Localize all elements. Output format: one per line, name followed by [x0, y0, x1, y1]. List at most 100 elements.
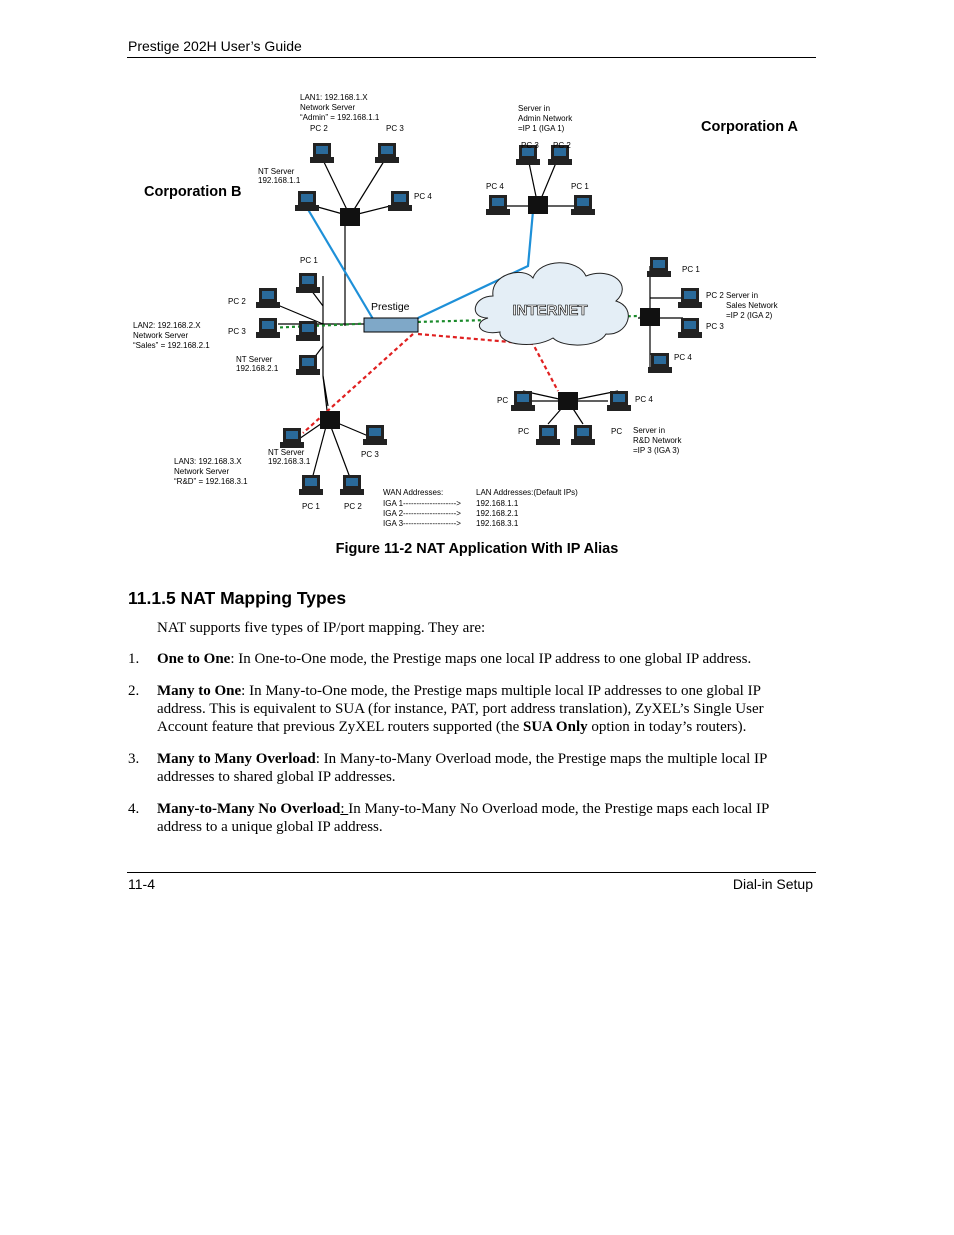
wan-3: IGA 3--------------------> [383, 519, 461, 528]
server-admin-2: Admin Network [518, 114, 573, 123]
computer-icon [310, 143, 334, 163]
server-rd-1: Server in [633, 426, 665, 435]
pc-label: PC 3 [228, 327, 246, 336]
prestige-label: Prestige [371, 301, 410, 313]
lan-1: 192.168.1.1 [476, 499, 519, 508]
computer-icon [296, 355, 320, 375]
lan-2: 192.168.2.1 [476, 509, 519, 518]
item-number: 4. [128, 801, 140, 817]
pc-label: PC [497, 396, 508, 405]
lan-header: LAN Addresses:(Default IPs) [476, 488, 578, 497]
computer-icon [678, 288, 702, 308]
pc-label: PC 4 [635, 395, 653, 404]
item-term: Many to Many Overload [157, 751, 316, 767]
chapter-name: Dial-in Setup [732, 876, 813, 892]
computer-icon [607, 391, 631, 411]
prestige-router [363, 317, 419, 333]
pc-label: PC 4 [486, 182, 504, 191]
lan2-line2: Network Server [133, 331, 188, 340]
pc-label: PC 2 [553, 141, 571, 150]
corp-a-label: Corporation A [701, 119, 798, 135]
lan1-line3: “Admin” = 192.168.1.1 [300, 113, 380, 122]
running-header: Prestige 202H User’s Guide [128, 38, 302, 54]
computer-icon [388, 191, 412, 211]
pc-label: PC 3 [361, 450, 379, 459]
wan-2: IGA 2--------------------> [383, 509, 461, 518]
list-item: Many to One: In Many-to-One mode, the Pr… [157, 683, 764, 735]
footer-rule [127, 872, 816, 873]
server-sales-2: Sales Network [726, 301, 779, 310]
internet-label: INTERNET [513, 302, 588, 319]
computer-icon [256, 288, 280, 308]
computer-icon [280, 428, 304, 448]
lan3-line2: Network Server [174, 467, 229, 476]
item-term: Many to One [157, 683, 242, 699]
pc-label: PC [611, 427, 622, 436]
intro-paragraph: NAT supports five types of IP/port mappi… [157, 620, 486, 636]
item-text: option in today’s routers). [587, 719, 747, 735]
computer-icon [340, 475, 364, 495]
pc-label: PC 4 [414, 192, 432, 201]
pc-label: PC 2 [310, 124, 328, 133]
lan2-line1: LAN2: 192.168.2.X [133, 321, 201, 330]
item-text: In Many-to-Many Overload mode, the Prest… [157, 751, 767, 785]
pc-label: PC 1 [300, 256, 318, 265]
wan-header: WAN Addresses: [383, 488, 443, 497]
lan1-line2: Network Server [300, 103, 355, 112]
item-text: In One-to-One mode, the Prestige maps on… [238, 651, 752, 667]
lan3-line1: LAN3: 192.168.3.X [174, 457, 242, 466]
pc-label: PC 3 [706, 322, 724, 331]
page-number: 11-4 [128, 876, 155, 892]
computer-icon [486, 195, 510, 215]
nt-server-2: NT Server [236, 355, 273, 364]
item-term: One to One [157, 651, 231, 667]
computer-icon [256, 318, 280, 338]
computer-icon [295, 191, 319, 211]
nt-server-1-ip: 192.168.1.1 [258, 176, 301, 185]
server-sales-1: Server in [726, 291, 758, 300]
list-item: Many-to-Many No Overload: In Many-to-Man… [157, 801, 769, 835]
pc-label: PC 1 [571, 182, 589, 191]
hubs [320, 196, 660, 429]
server-admin-3: =IP 1 (IGA 1) [518, 124, 565, 133]
pc-label: PC [518, 427, 529, 436]
computer-icon [648, 353, 672, 373]
hub-lan1 [340, 208, 360, 226]
pc-label: PC 4 [674, 353, 692, 362]
nt-server-3-ip: 192.168.3.1 [268, 457, 311, 466]
server-rd-2: R&D Network [633, 436, 682, 445]
corp-b-label: Corporation B [144, 184, 241, 200]
hub-sales [640, 308, 660, 326]
computer-icon [571, 195, 595, 215]
nat-network-diagram: INTERNET Prestige [133, 93, 798, 528]
nt-server-2-ip: 192.168.2.1 [236, 364, 279, 373]
section-title: 11.1.5 NAT Mapping Types [128, 588, 347, 608]
item-number: 2. [128, 683, 140, 699]
hub-rd [558, 392, 578, 410]
list-item: Many to Many Overload: In Many-to-Many O… [157, 751, 767, 785]
pc-label: PC 2 [228, 297, 246, 306]
lan2-line3: “Sales” = 192.168.2.1 [133, 341, 210, 350]
wan-1: IGA 1--------------------> [383, 499, 461, 508]
computer-icon [571, 425, 595, 445]
item-text: In Many-to-One mode, the Prestige maps m… [157, 683, 764, 735]
computer-icon [511, 391, 535, 411]
computer-icon [678, 318, 702, 338]
computer-icon [536, 425, 560, 445]
pc-label: PC 2 [706, 291, 724, 300]
server-admin-1: Server in [518, 104, 550, 113]
item-term-inline: SUA Only [523, 719, 588, 735]
server-sales-3: =IP 2 (IGA 2) [726, 311, 773, 320]
computer-icon [647, 257, 671, 277]
computer-icon [375, 143, 399, 163]
computer-icon [299, 475, 323, 495]
pc-label: PC 2 [344, 502, 362, 511]
pc-label: PC 1 [302, 502, 320, 511]
pc-label: PC 3 [521, 141, 539, 150]
lan1-line1: LAN1: 192.168.1.X [300, 93, 368, 102]
lan3-line3: “R&D” = 192.168.3.1 [174, 477, 248, 486]
list-item: One to One: In One-to-One mode, the Pres… [157, 651, 752, 667]
internet-cloud [475, 262, 629, 346]
pc-label: PC 1 [682, 265, 700, 274]
nt-server-1: NT Server [258, 167, 295, 176]
